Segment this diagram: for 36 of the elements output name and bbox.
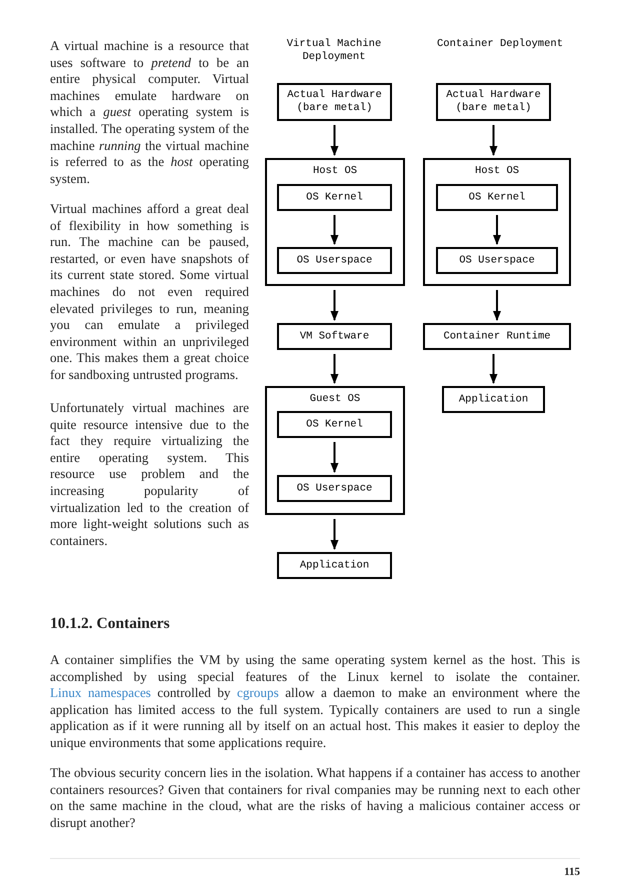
layer-box: Container Runtime <box>423 323 571 350</box>
arrow <box>330 215 338 245</box>
arrow <box>490 354 498 384</box>
layer-box: OS Userspace <box>277 247 392 274</box>
paragraph: A virtual machine is a resource that uses software to pretend to be an entire physical computer. Virtual machines emulate hardware on which a guest operating system is installed. The operating system of the machine running the virtual machine is referred to as the host operating system. <box>50 38 249 188</box>
layer-group-box: Host OS OS Kernel OS Userspace <box>265 158 405 286</box>
arrow <box>493 215 501 245</box>
page-number: 115 <box>563 865 580 880</box>
arrow <box>330 290 338 321</box>
link: cgroups <box>236 685 279 700</box>
paragraph: Virtual machines afford a great deal of flexibility in how something is run. The machine can be paused, restarted, or even have snapshots of its current state stored. Some virtual machines do not even required elevated privileges to run, meaning you can emulate a privileged environment within an unprivileged one. This makes them a great choice for sandboxing untrusted programs. <box>50 201 249 384</box>
paragraph: A container simplifies the VM by using the same operating system kernel as the host. This is accomplished by using special features of the Linux kernel to isolate the container. Linux namespaces controlled by cgroups allow a daemon to make an environment where the application has limited access to the full system. Typically containers are used to run a single application as if it were running all by itself on an actual host. This makes it easier to deploy the unique environments that some applications require. <box>50 652 580 752</box>
layer-box: VM Software <box>277 323 392 350</box>
arrow <box>330 125 338 156</box>
layer-box: Actual Hardware (bare metal) <box>277 83 392 121</box>
layer-box: OS Userspace <box>277 475 392 502</box>
layer-group-box: Host OS OS Kernel OS Userspace <box>423 158 571 286</box>
layer-box: OS Kernel <box>277 184 392 211</box>
arrow <box>330 354 338 384</box>
layer-group-box: Guest OS OS Kernel OS Userspace <box>265 386 405 515</box>
layer-box: OS Userspace <box>436 247 558 274</box>
layer-box: Application <box>277 552 392 579</box>
paragraph: Unfortunately virtual machines are quite resource intensive due to the fact they require virtualizing the entire operating system. This resource use problem and the increasing popularity of virtualization led to the creation of more light-weight solutions such as containers. <box>50 400 249 550</box>
layer-box: OS Kernel <box>277 411 392 438</box>
layer-box: OS Kernel <box>436 184 558 211</box>
link: Linux namespaces <box>50 685 151 700</box>
layer-box: Actual Hardware (bare metal) <box>436 83 551 121</box>
column-heading: Virtual Machine Deployment <box>286 38 382 64</box>
layer-box: Application <box>442 386 545 413</box>
section-heading: 10.1.2. Containers <box>50 614 171 634</box>
paragraph: The obvious security concern lies in the isolation. What happens if a container has access to another containers resources? Given that containers for rival companies may be running next to each other on the same machine in the cloud, what are the risks of having a malicious container access or disrupt another? <box>50 765 580 832</box>
column-heading: Container Deployment <box>436 38 564 51</box>
arrow <box>330 442 338 473</box>
arrow <box>330 519 338 550</box>
arrow <box>490 125 498 156</box>
arrow <box>493 290 501 321</box>
